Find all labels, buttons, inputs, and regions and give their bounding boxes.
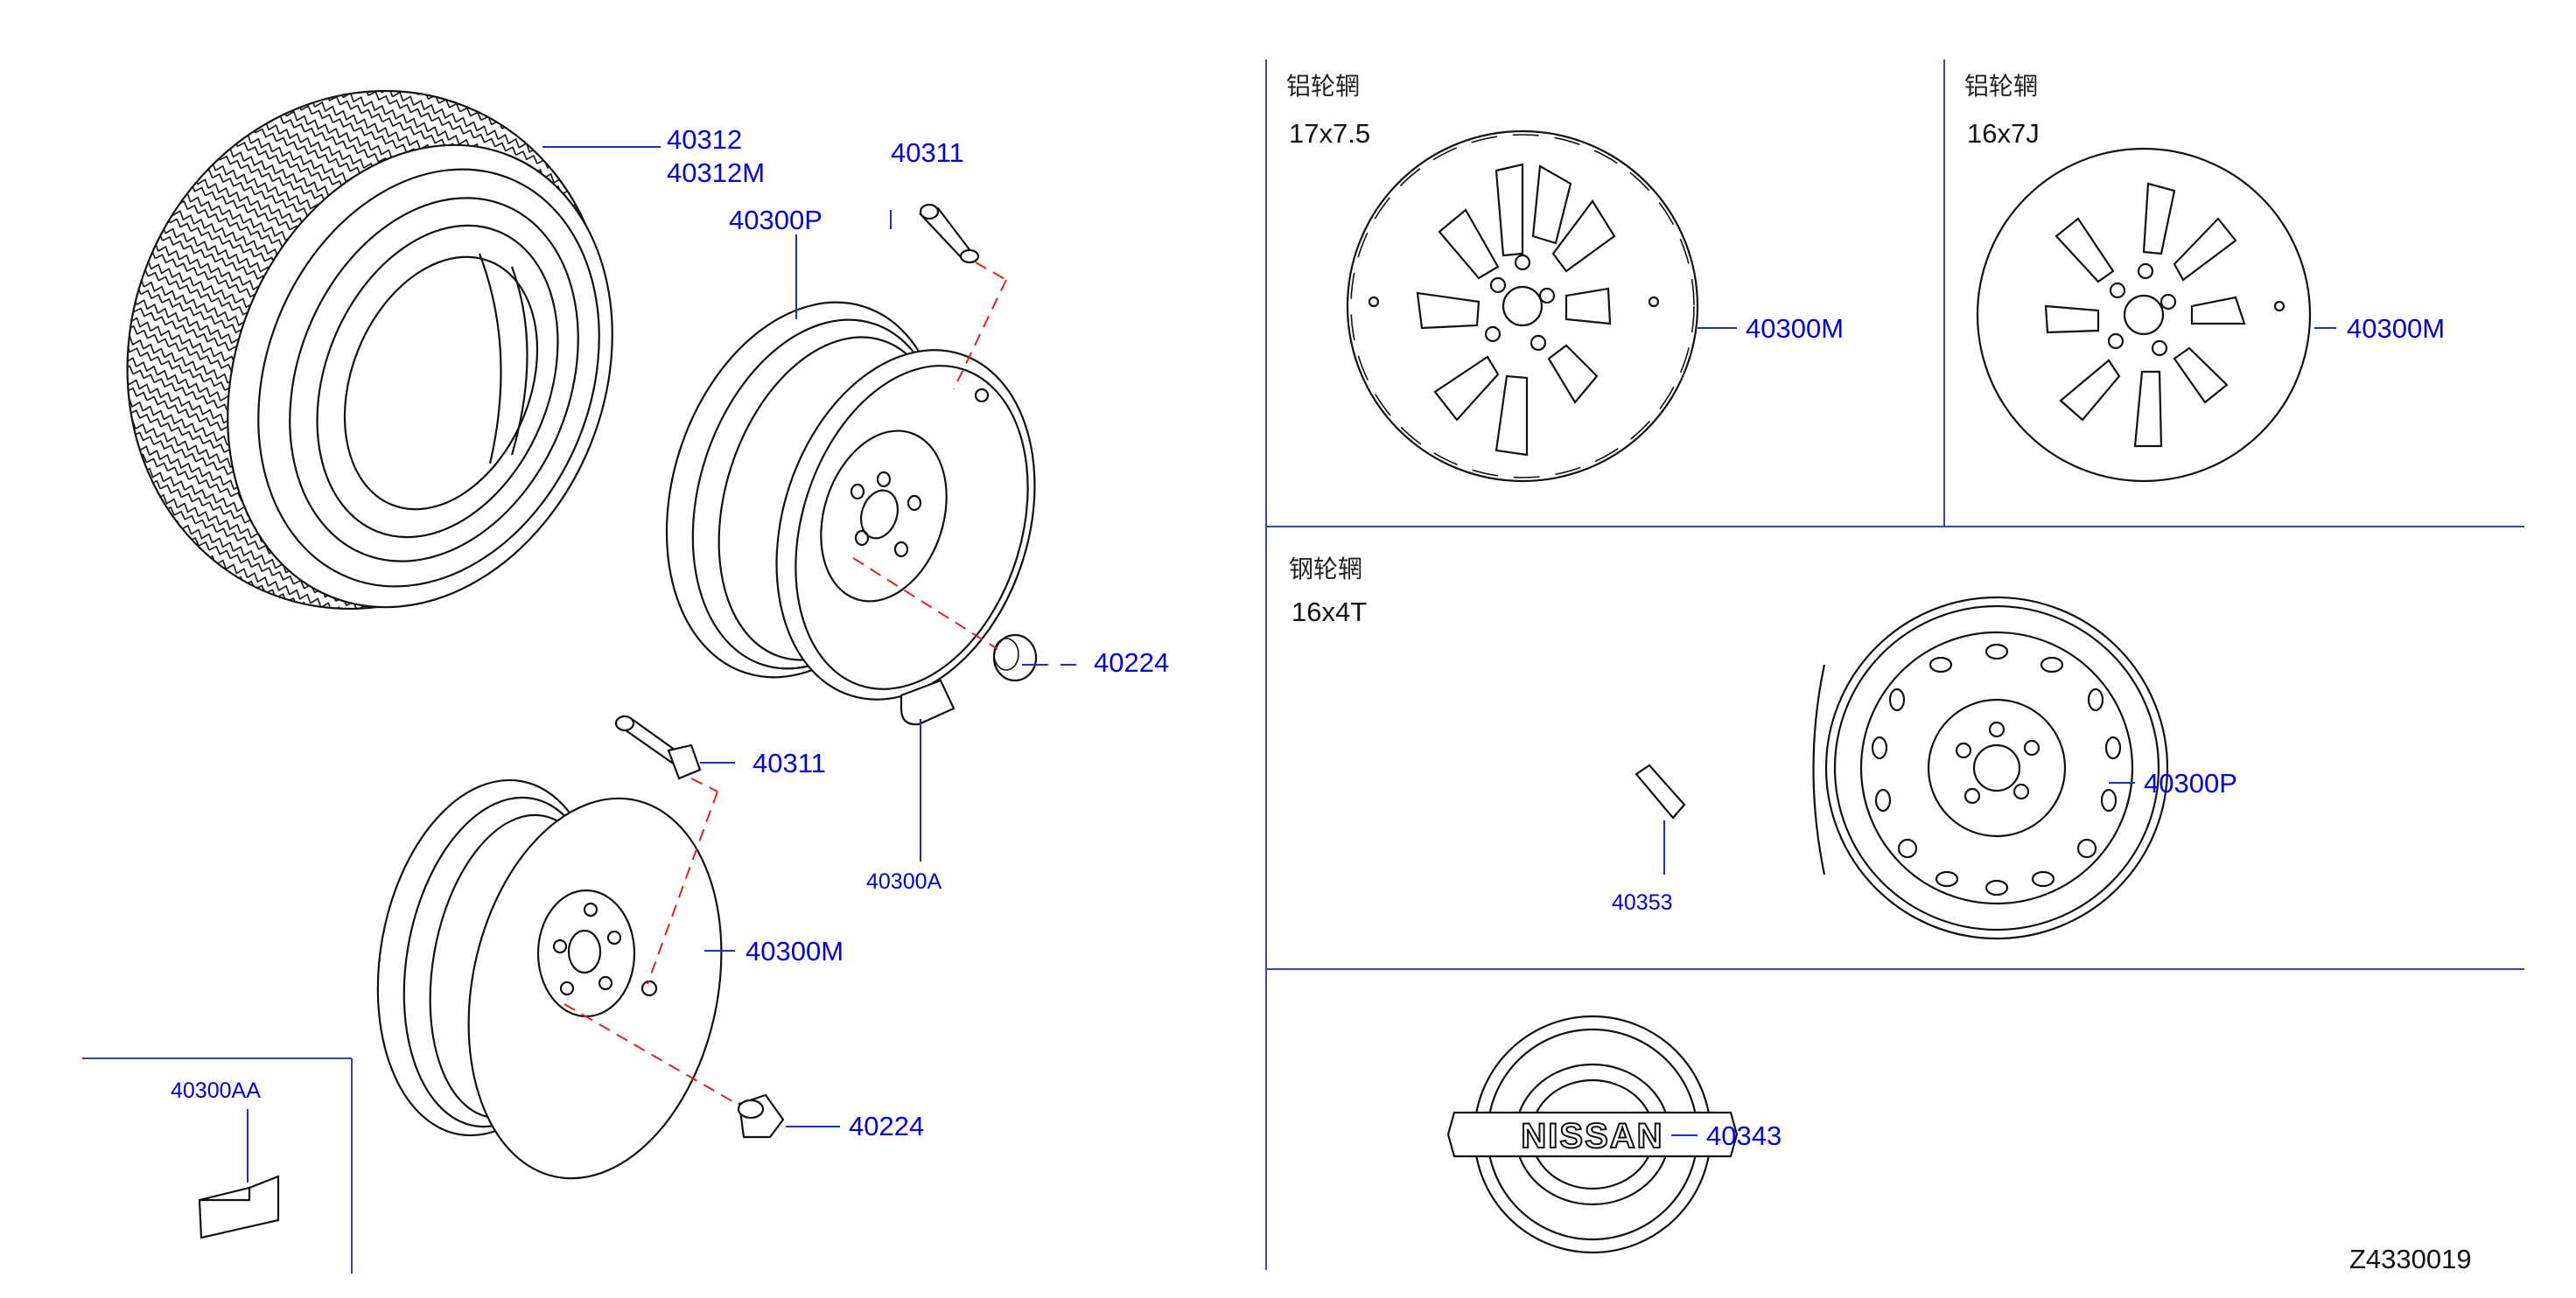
lug-nut-drawing xyxy=(564,1003,785,1139)
section-spec-alloy-17: 17x7.5 xyxy=(1289,118,1370,149)
tpms-sensor-upper-drawing xyxy=(852,557,1038,726)
label-steel-wheel-top[interactable]: 40300P xyxy=(729,205,822,235)
label-spare-weight[interactable]: 40353 xyxy=(1612,890,1673,915)
alloy-wheel-exploded-drawing xyxy=(376,778,723,1180)
valve-stem-bottom-drawing xyxy=(614,715,718,985)
steel-wheel-exploded-drawing xyxy=(665,301,1036,701)
balance-weight-drawing xyxy=(198,1175,280,1239)
label-sensor[interactable]: 40300A xyxy=(866,869,942,894)
spare-weight-drawing xyxy=(1634,764,1686,820)
label-tire[interactable]: 40312 xyxy=(667,124,742,155)
leader-lines xyxy=(247,146,2336,1183)
section-header-alloy-16: 铝轮辋 xyxy=(1964,73,2038,100)
tire-drawing xyxy=(126,89,613,611)
steel-spare-front-drawing xyxy=(1812,596,2169,940)
label-center-cap[interactable]: 40343 xyxy=(1706,1120,1782,1151)
diagram-reference-number: Z4330019 xyxy=(2349,1244,2472,1274)
section-header-steel-16: 钢轮辋 xyxy=(1289,555,1362,583)
label-valve-bottom[interactable]: 40311 xyxy=(752,748,826,778)
label-valve-top[interactable]: 40311 xyxy=(891,137,964,168)
label-lug-nut[interactable]: 40224 xyxy=(849,1111,924,1141)
alloy-17-front-drawing xyxy=(1346,129,1699,483)
label-alloy-wheel-bottom[interactable]: 40300M xyxy=(746,936,844,967)
label-balance-weight[interactable]: 40300AA xyxy=(171,1078,261,1103)
label-tpms-partial[interactable]: 40224 xyxy=(1094,647,1169,678)
valve-stem-top-drawing xyxy=(919,203,1007,390)
center-cap-drawing: NISSAN xyxy=(1446,1015,1739,1254)
label-alloy-16-part[interactable]: 40300M xyxy=(2347,313,2445,344)
nissan-logo-text: NISSAN xyxy=(1521,1117,1663,1155)
label-tire-alt[interactable]: 40312M xyxy=(667,157,765,188)
section-frames xyxy=(82,59,2524,1274)
alloy-16-front-drawing xyxy=(1976,147,2312,483)
label-steel-spare-part[interactable]: 40300P xyxy=(2144,768,2237,799)
label-alloy-17-part[interactable]: 40300M xyxy=(1746,313,1844,344)
section-header-alloy-17: 铝轮辋 xyxy=(1286,73,1360,100)
section-spec-steel-16: 16x4T xyxy=(1292,597,1367,627)
section-spec-alloy-16: 16x7J xyxy=(1967,118,2040,149)
